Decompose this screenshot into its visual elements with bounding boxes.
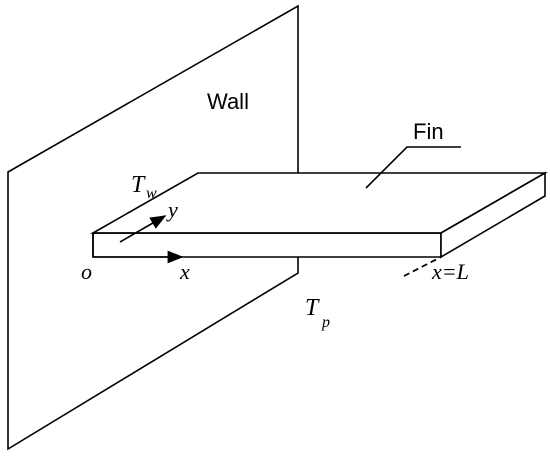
tp-label-subscript: p: [321, 314, 330, 331]
tw-label-subscript: w: [146, 185, 157, 202]
fin-front-face: [92, 232, 442, 258]
y-axis-arrow: [119, 215, 167, 243]
x-end-label: x=L: [431, 259, 469, 284]
y-axis-label: y: [166, 197, 178, 222]
wall-label: Wall: [207, 89, 249, 114]
origin-label: o: [81, 259, 92, 284]
x-end-dashed-marker: [403, 256, 442, 277]
fin-leader-line: [365, 146, 461, 189]
fin-label: Fin: [413, 119, 444, 144]
tw-label-base: T: [131, 172, 146, 198]
tp-label: T p: [305, 295, 330, 331]
fin-right-face: [440, 171, 546, 259]
tw-label: T w: [131, 172, 157, 202]
x-axis-label: x: [179, 259, 190, 284]
wall-plane: [7, 4, 299, 451]
tp-label-base: T: [305, 295, 320, 321]
